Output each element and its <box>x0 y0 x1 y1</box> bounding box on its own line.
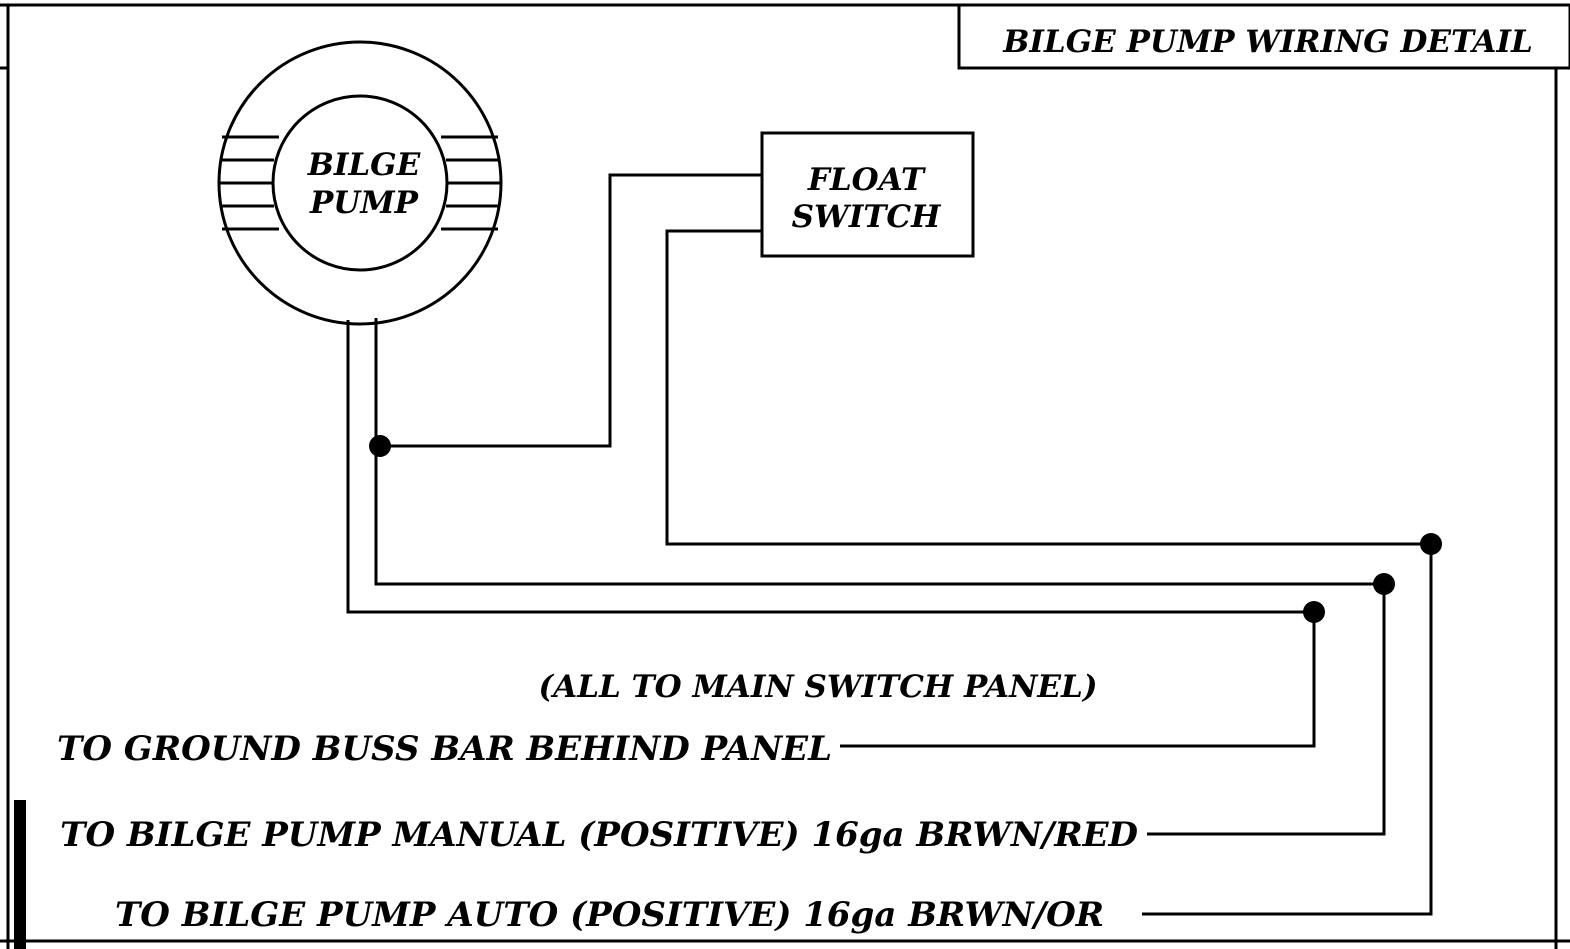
wires <box>346 173 1433 916</box>
title-box <box>957 3 1570 70</box>
panel-note: (ALL TO MAIN SWITCH PANEL) <box>538 669 1097 705</box>
float-switch-box <box>760 131 975 258</box>
junction-dot <box>369 435 391 457</box>
pump-label-line2: PUMP <box>309 185 420 221</box>
junction-dot <box>1373 573 1395 595</box>
title-text: BILGE PUMP WIRING DETAIL <box>1002 24 1533 60</box>
junction-dot <box>1303 601 1325 623</box>
bilge-pump <box>217 40 503 326</box>
float-switch-label-line1: FLOAT <box>807 162 926 198</box>
drawing-frame <box>0 3 1570 949</box>
pump-to-float-wire <box>380 173 762 448</box>
float-auto-wire <box>665 229 1433 916</box>
left-margin-mark <box>14 800 26 949</box>
pump-inner-ring <box>271 94 449 272</box>
title-block: BILGE PUMP WIRING DETAIL <box>957 3 1570 70</box>
pump-label-line1: BILGE <box>307 147 421 183</box>
pump-outer-ring <box>217 40 503 326</box>
junctions <box>369 435 1442 623</box>
ground-wire-label: TO GROUND BUSS BAR BEHIND PANEL <box>57 729 832 769</box>
float-switch-label-line2: SWITCH <box>792 199 942 235</box>
auto-wire-label: TO BILGE PUMP AUTO (POSITIVE) 16ga BRWN/… <box>115 895 1104 935</box>
pump-left-fins <box>220 135 279 231</box>
manual-wire-label: TO BILGE PUMP MANUAL (POSITIVE) 16ga BRW… <box>60 815 1138 855</box>
pump-right-fins <box>441 135 500 231</box>
junction-dot <box>1420 533 1442 555</box>
